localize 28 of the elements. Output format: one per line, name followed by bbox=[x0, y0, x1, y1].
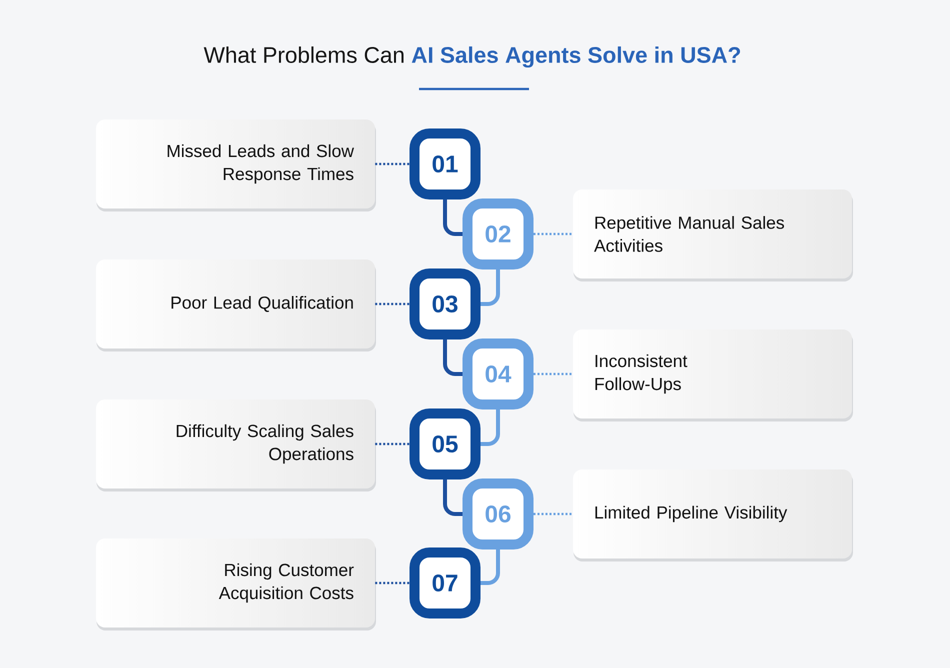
connector-line bbox=[480, 410, 500, 446]
text-card: Difficulty Scaling Sales Operations bbox=[96, 400, 376, 492]
text-card: Repetitive Manual Sales Activities bbox=[573, 190, 853, 282]
connector-line bbox=[443, 480, 462, 516]
title: What Problems Can AI Sales Agents Solve in USA? bbox=[204, 46, 740, 68]
text-card: Missed Leads and Slow Response Times bbox=[96, 120, 376, 212]
dotted-line bbox=[375, 582, 410, 584]
connector-line bbox=[443, 200, 462, 236]
text-card: Limited Pipeline Visibility bbox=[573, 470, 853, 562]
number-badge: 04 bbox=[462, 338, 534, 410]
dotted-line bbox=[534, 232, 573, 236]
text-card: Rising Customer Acquisition Costs bbox=[96, 538, 376, 630]
dotted-line bbox=[375, 442, 410, 446]
connector-line bbox=[443, 340, 462, 376]
number-badge: 05 bbox=[410, 408, 480, 480]
dotted-line bbox=[534, 372, 573, 376]
connector-line bbox=[480, 270, 500, 306]
text-card: Poor Lead Qualification bbox=[96, 260, 376, 352]
number-badge: 01 bbox=[410, 128, 480, 200]
dotted-line bbox=[375, 162, 410, 166]
dotted-line bbox=[375, 302, 410, 306]
number-badge: 07 bbox=[410, 548, 480, 618]
number-badge: 03 bbox=[410, 268, 480, 340]
number-badge: 06 bbox=[462, 478, 534, 550]
connector-line bbox=[480, 550, 500, 585]
text-card: Inconsistent Follow-Ups bbox=[573, 330, 853, 422]
number-badge: 02 bbox=[462, 198, 534, 270]
dotted-line bbox=[534, 512, 573, 516]
